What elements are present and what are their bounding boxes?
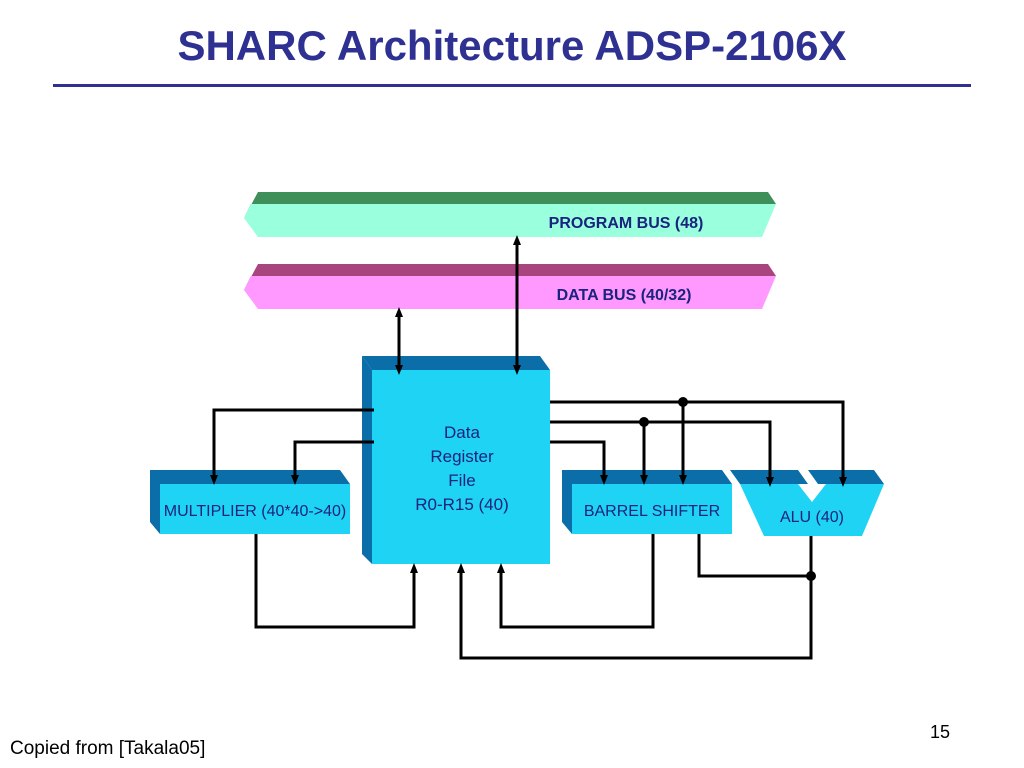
program-bus-label: PROGRAM BUS (48) (549, 215, 704, 232)
register-file: Data Register File R0-R15 (40) (362, 356, 550, 564)
register-file-body (372, 370, 550, 564)
connections (210, 235, 847, 660)
program-bus-body (244, 204, 776, 237)
register-file-line-2: Register (430, 447, 494, 466)
program-bus-shadow (244, 192, 776, 218)
alu-unit: ALU (40) (730, 470, 884, 536)
junctions (639, 397, 816, 581)
junction-dot (806, 571, 816, 581)
wire-multiplier-output (254, 534, 418, 629)
register-file-line-1: Data (444, 423, 480, 442)
multiplier-body (160, 484, 350, 534)
register-file-line-3: File (448, 471, 475, 490)
junction-dot (639, 417, 649, 427)
wire-regfile-shifter-left (550, 440, 608, 485)
data-bus-shadow (244, 264, 776, 290)
wire-shifter-alu-feedback (697, 534, 811, 578)
register-file-shadow-top (362, 356, 550, 370)
multiplier-label: MULTIPLIER (40*40->40) (164, 503, 346, 520)
data-bus: DATA BUS (40/32) (244, 264, 776, 309)
slide-title: SHARC Architecture ADSP-2106X (177, 22, 847, 69)
multiplier-unit: MULTIPLIER (40*40->40) (150, 470, 350, 534)
wire-regfile-multiplier-1 (210, 408, 374, 485)
register-file-line-4: R0-R15 (40) (415, 495, 509, 514)
page-number: 15 (930, 722, 951, 742)
wire-regfile-multiplier-2 (291, 440, 374, 485)
wire-regfile-shifter-alu (550, 420, 774, 487)
barrel-shifter-unit: BARREL SHIFTER (562, 470, 732, 534)
multiplier-shadow (150, 470, 350, 534)
wire-alu-output (457, 536, 813, 660)
alu-body (740, 484, 884, 536)
register-file-shadow-left (362, 356, 372, 564)
title-divider (53, 84, 971, 87)
program-bus: PROGRAM BUS (48) (244, 192, 776, 237)
alu-shadow-right (808, 470, 884, 484)
barrel-shifter-body (572, 484, 732, 534)
alu-label: ALU (40) (780, 509, 844, 526)
data-bus-label: DATA BUS (40/32) (557, 287, 692, 304)
data-bus-body (244, 276, 776, 309)
barrel-shifter-label: BARREL SHIFTER (584, 503, 720, 520)
wire-regfile-alu-right (550, 400, 847, 487)
source-citation: Copied from [Takala05] (10, 738, 206, 759)
wire-shifter-output (497, 534, 655, 629)
junction-dot (678, 397, 688, 407)
